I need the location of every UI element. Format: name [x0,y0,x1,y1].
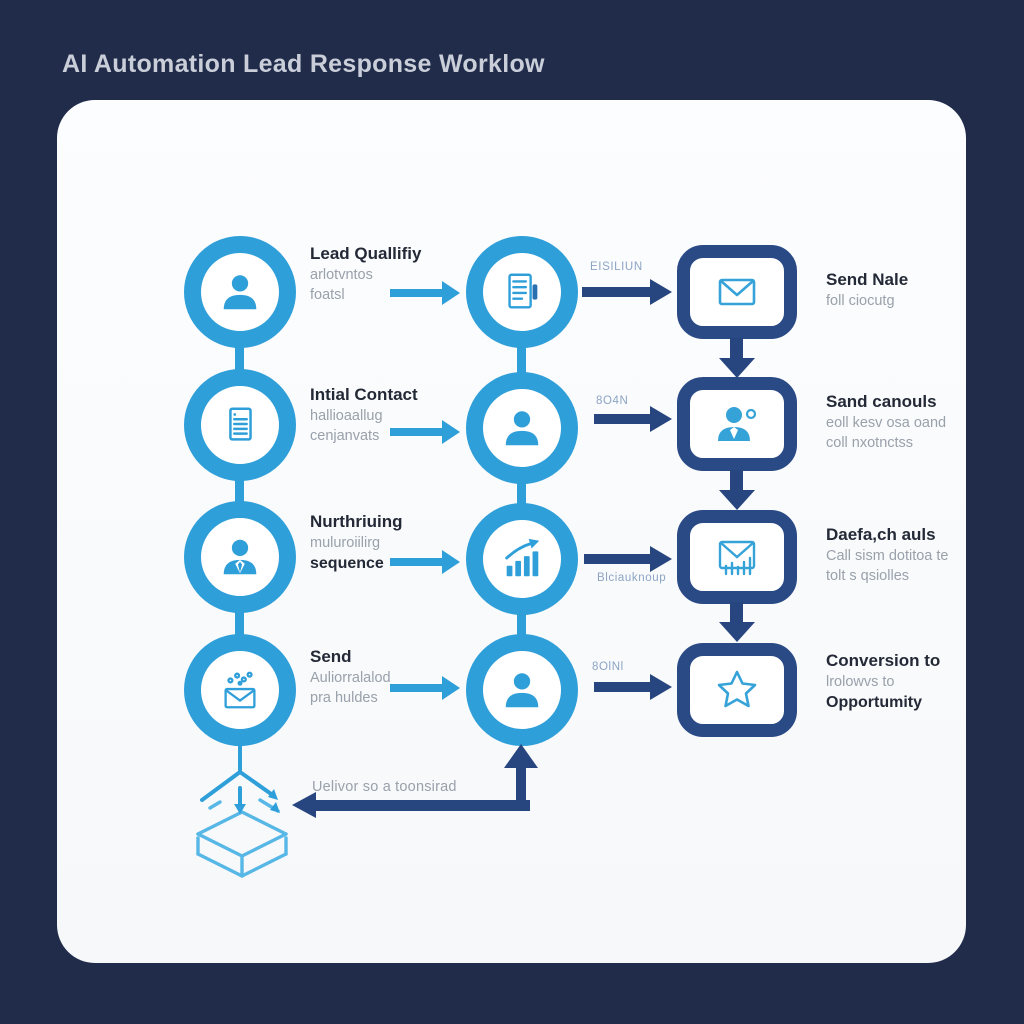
arrow-feedback-up [504,744,538,806]
step-subtext: tolt s qsiolles [826,568,910,584]
step-title: Sand canouls [826,392,937,411]
connector-label-3: Blciauknoup [597,572,667,584]
step-subtext: Call sism dotitoa te [826,548,949,564]
node-nurturing [184,501,296,613]
connector-label-2: 8O4N [596,395,629,407]
step-title: Daefa,ch auls [826,525,936,544]
step-subtext: muluroiilirg [310,535,381,551]
user-tie-icon [223,539,257,575]
step-subtext: pra huldes [310,690,378,706]
email-chart-icon [718,540,756,576]
arrow-middle-to-right-4 [594,674,684,700]
step-title: Send [310,647,352,666]
email-icon [718,278,756,306]
node-middle-followup [466,634,578,746]
node-middle-growth [466,503,578,615]
node-lead-quality [184,236,296,348]
node-initial-contact [184,369,296,481]
page-title: AI Automation Lead Response Worklow [62,50,545,78]
step-title-secondary: sequence [310,555,384,572]
arrow-right-down-3 [719,602,755,642]
user-icon [505,411,539,446]
step-title: Nurthriuing [310,512,403,531]
step-title: Lead Quallifiy [310,244,422,263]
label-send-automated: Send Auliorralalod pra huldes [310,645,391,708]
arrow-feedback-left [292,792,532,819]
label-initial-contact: Intial Contact hallioaallug cenjanvats [310,383,418,446]
arrow-left-to-middle-2 [390,420,460,444]
step-subtext: coll nxotnctss [826,435,914,451]
step-title-secondary: Opportumity [826,694,922,711]
node-conversion [677,643,797,737]
growth-chart-icon [505,538,540,577]
user-chat-icon [718,407,757,441]
arrow-right-down-2 [719,470,755,510]
email-sparkles-icon [224,671,256,709]
arrow-left-to-middle-4 [390,676,460,700]
step-subtext: lrolowvs to [826,674,895,690]
label-nurturing: Nurthriuing muluroiilirg sequence [310,510,403,574]
step-subtext: Auliorralalod [310,670,391,686]
step-subtext: eoll kesv osa oand [826,415,947,431]
step-title: Intial Contact [310,385,418,404]
arrow-middle-to-right-1 [582,279,672,305]
integration-box-icon [196,742,288,878]
star-icon [717,670,757,708]
document-icon [229,407,252,441]
step-subtext: hallioaallug [310,408,383,424]
node-middle-score [466,236,578,348]
label-conversion: Conversion to lrolowvs to Opportumity [826,649,940,713]
connector-label-1: EISILIUN [590,261,643,273]
label-data-report: Daefa,ch auls Call sism dotitoa te tolt … [826,523,949,586]
arrow-left-to-middle-1 [390,281,460,305]
user-icon [505,673,539,708]
node-middle-contact [466,372,578,484]
node-send-automated [184,634,296,746]
node-data-report [677,510,797,604]
arrow-middle-to-right-3 [584,546,674,572]
step-subtext: cenjanvats [310,428,380,444]
middle-column-connector [517,292,526,690]
label-send-calls: Sand canouls eoll kesv osa oand coll nxo… [826,390,946,453]
user-icon [223,275,257,310]
connector-label-4: 8OlNl [592,661,624,673]
arrow-left-to-middle-3 [390,550,460,574]
step-title: Send Nale [826,270,909,289]
label-send-email: Send Nale foll ciocutg [826,268,908,311]
step-subtext: foll ciocutg [826,293,895,309]
node-send-email [677,245,797,339]
label-lead-quality: Lead Quallifiy arlotvntos foatsl [310,242,421,305]
arrow-middle-to-right-2 [594,406,684,432]
step-subtext: arlotvntos [310,267,373,283]
step-subtext: foatsl [310,287,345,303]
step-title: Conversion to [826,651,941,670]
feedback-label: Uelivor so a toonsirad [312,779,457,795]
node-send-calls [677,377,797,471]
document-pen-icon [508,273,538,309]
arrow-right-down-1 [719,338,755,378]
